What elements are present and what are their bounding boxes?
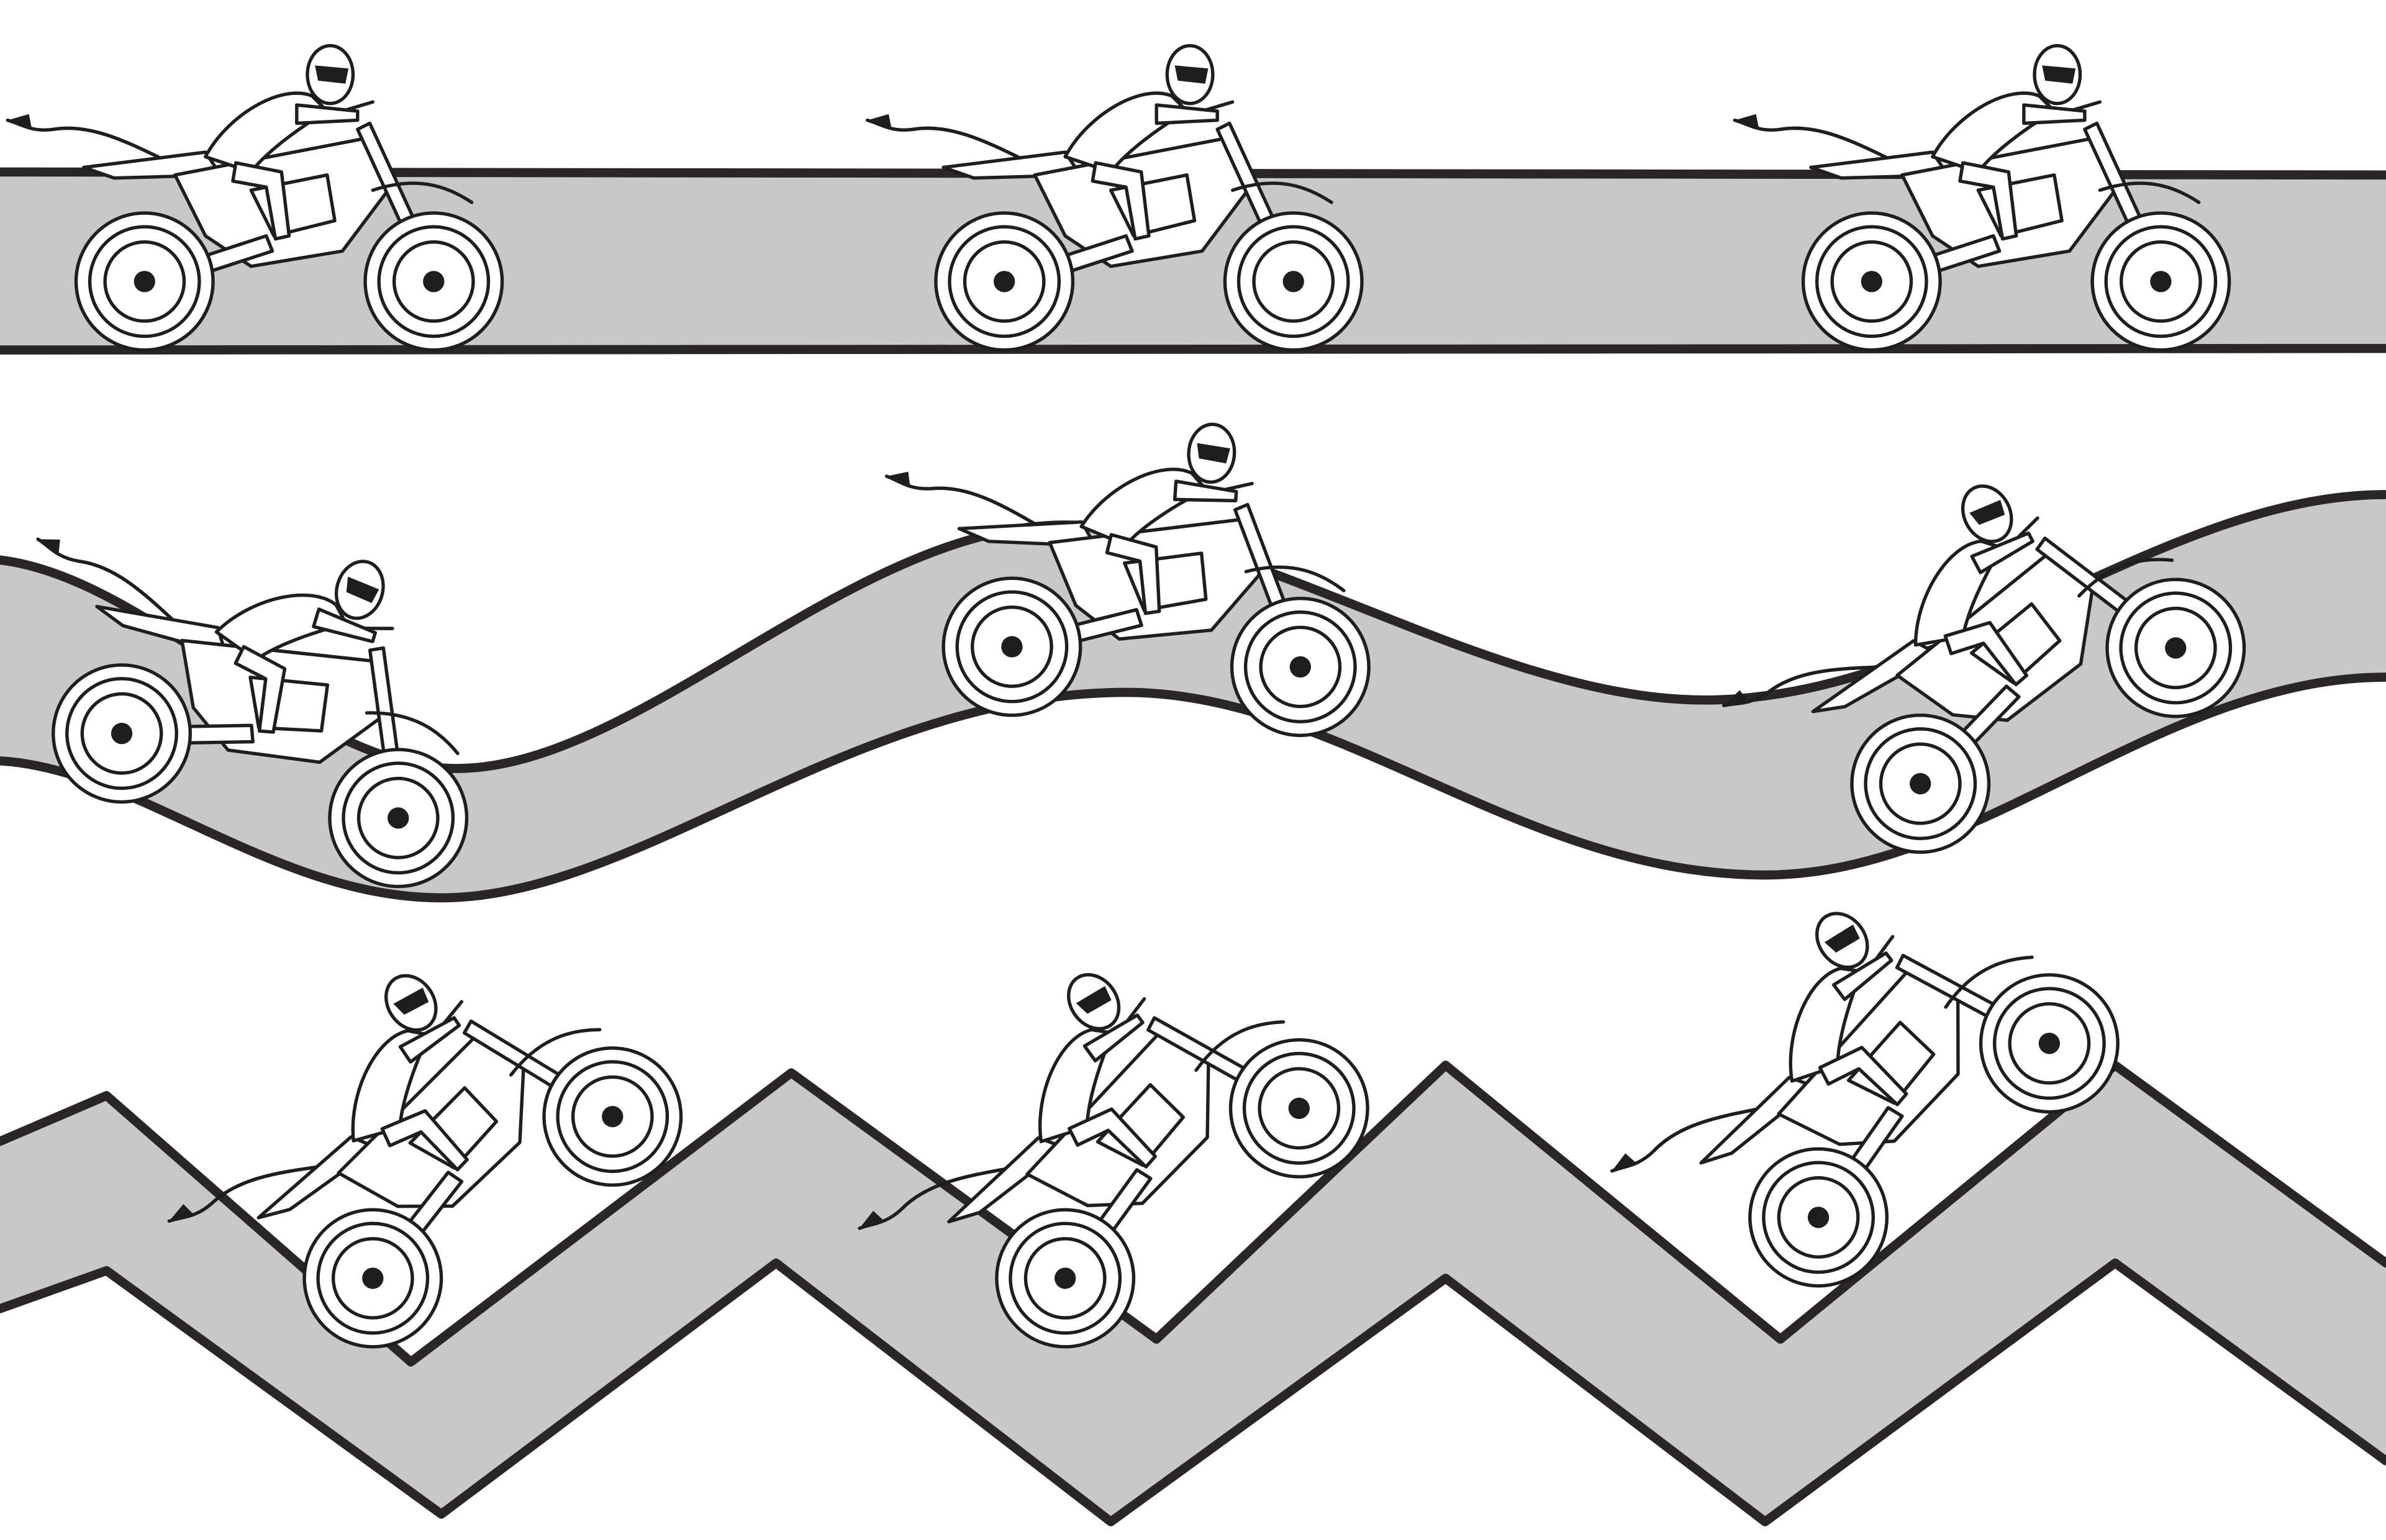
zigzag-track: [0, 1061, 2386, 1526]
